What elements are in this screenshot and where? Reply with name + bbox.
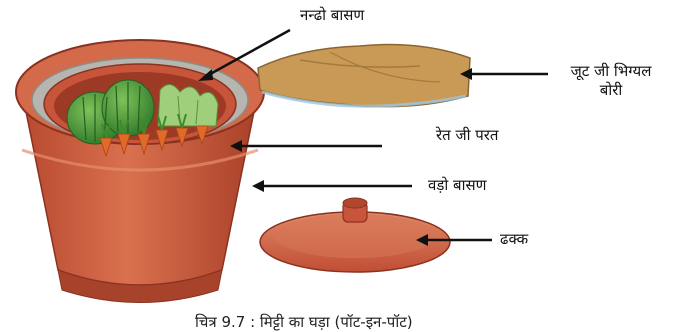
figure-caption: चित्र 9.7 : मिट्टी का घड़ा (पॉट-इन-पॉट) <box>195 312 413 332</box>
label-small-pot: नन्ढो बासण <box>300 6 364 25</box>
jute-sack <box>258 45 470 107</box>
label-big-pot: वड़ो बासण <box>428 176 486 195</box>
lid <box>260 198 450 272</box>
label-lid: ढक्क <box>500 230 528 249</box>
label-sand-layer: रेत जी परत <box>436 126 498 145</box>
label-jute-sack: जूट जी भिग्यल बोरी <box>548 62 674 100</box>
label-jute-sack-line2: बोरी <box>548 81 674 100</box>
label-jute-sack-line1: जूट जी भिग्यल <box>548 62 674 81</box>
pot-in-pot-diagram <box>0 0 680 325</box>
